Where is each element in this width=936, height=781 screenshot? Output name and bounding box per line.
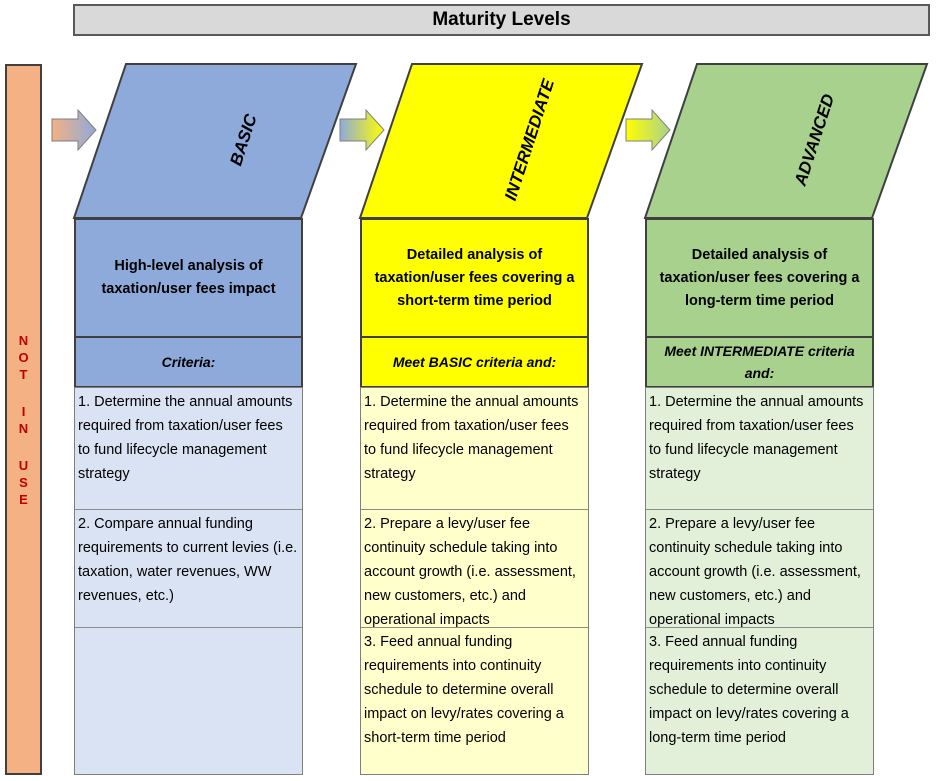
criteria-item: 2. Compare annual funding requirements t… <box>75 510 302 628</box>
criteria-items: 1. Determine the annual amounts required… <box>74 387 303 775</box>
side-label-letter: T <box>19 366 28 382</box>
side-label-letter: N <box>18 332 29 348</box>
maturity-levels-title: Maturity Levels <box>73 4 930 36</box>
level-heading: Detailed analysis of taxation/user fees … <box>645 218 874 338</box>
criteria-items: 1. Determine the annual amounts required… <box>360 387 589 775</box>
criteria-item: 2. Prepare a levy/user fee continuity sc… <box>361 510 588 628</box>
criteria-item: 3. Feed annual funding requirements into… <box>649 634 849 746</box>
right-arrow-icon <box>625 108 671 152</box>
side-label-letter: S <box>19 474 28 490</box>
side-label-letter: O <box>18 349 29 365</box>
criteria-item: 1. Determine the annual amounts required… <box>361 388 588 510</box>
criteria-item: 1. Determine the annual amounts required… <box>75 388 302 510</box>
criteria-label: Criteria: <box>74 336 303 388</box>
right-arrow-icon <box>339 108 385 152</box>
side-label-letter: I <box>21 403 26 419</box>
criteria-item: 2. Prepare a levy/user fee continuity sc… <box>646 510 873 628</box>
side-label-letter: N <box>18 420 29 436</box>
criteria-label: Meet INTERMEDIATE criteria and: <box>645 336 874 388</box>
criteria-item: 3. Feed annual funding requirements into… <box>364 634 564 746</box>
side-label-letter: E <box>19 491 28 507</box>
right-arrow-icon <box>51 108 97 152</box>
level-heading: Detailed analysis of taxation/user fees … <box>360 218 589 338</box>
criteria-label: Meet BASIC criteria and: <box>360 336 589 388</box>
criteria-items: 1. Determine the annual amounts required… <box>645 387 874 775</box>
side-label-letter: U <box>18 457 29 473</box>
criteria-item: 1. Determine the annual amounts required… <box>646 388 873 510</box>
level-heading: High-level analysis of taxation/user fee… <box>74 218 303 338</box>
